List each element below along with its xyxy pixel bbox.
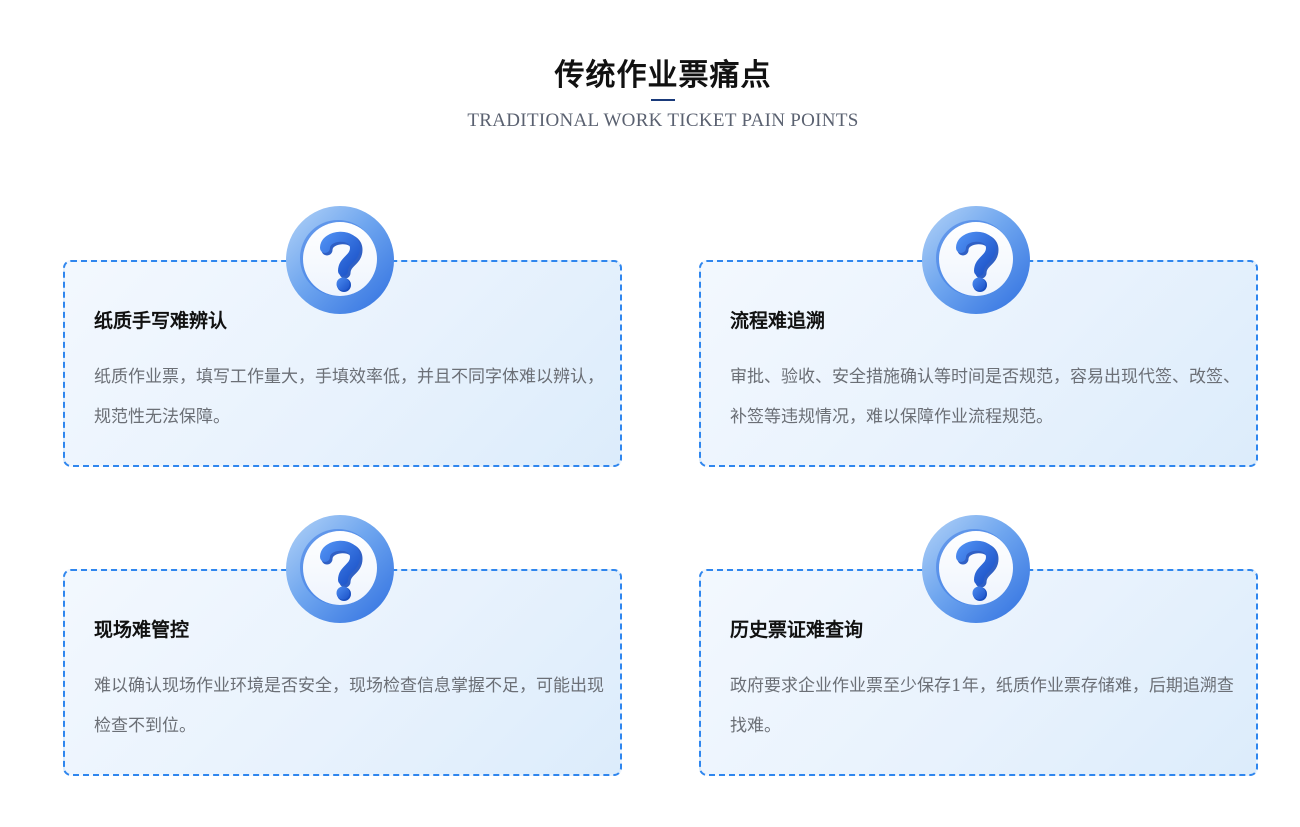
question-mark-icon: [284, 204, 396, 316]
card-description: 难以确认现场作业环境是否安全，现场检查信息掌握不足，可能出现检查不到位。: [94, 676, 604, 736]
card-description: 政府要求企业作业票至少保存1年，纸质作业票存储难，后期追溯查找难。: [730, 676, 1234, 736]
card-title: 纸质手写难辨认: [94, 310, 228, 332]
page-subtitle: TRADITIONAL WORK TICKET PAIN POINTS: [467, 110, 859, 131]
question-mark-icon: [920, 513, 1032, 625]
card-description: 纸质作业票，填写工作量大，手填效率低，并且不同字体难以辨认，规范性无法保障。: [94, 367, 604, 427]
pain-point-card: 纸质手写难辨认 纸质作业票，填写工作量大，手填效率低，并且不同字体难以辨认，规范…: [63, 260, 622, 467]
card-description: 审批、验收、安全措施确认等时间是否规范，容易出现代签、改签、补签等违规情况，难以…: [730, 367, 1240, 427]
card-title: 现场难管控: [94, 619, 190, 641]
pain-point-card: 历史票证难查询 政府要求企业作业票至少保存1年，纸质作业票存储难，后期追溯查找难…: [699, 569, 1258, 776]
pain-point-card: 流程难追溯 审批、验收、安全措施确认等时间是否规范，容易出现代签、改签、补签等违…: [699, 260, 1258, 467]
question-mark-icon: [920, 204, 1032, 316]
question-mark-icon: [284, 513, 396, 625]
section-header: 传统作业票痛点 TRADITIONAL WORK TICKET PAIN POI…: [0, 56, 1300, 133]
title-underline: [651, 99, 675, 101]
card-title: 历史票证难查询: [730, 619, 864, 641]
card-title: 流程难追溯: [730, 310, 826, 332]
page-title: 传统作业票痛点: [554, 58, 772, 93]
pain-point-card: 现场难管控 难以确认现场作业环境是否安全，现场检查信息掌握不足，可能出现检查不到…: [63, 569, 622, 776]
